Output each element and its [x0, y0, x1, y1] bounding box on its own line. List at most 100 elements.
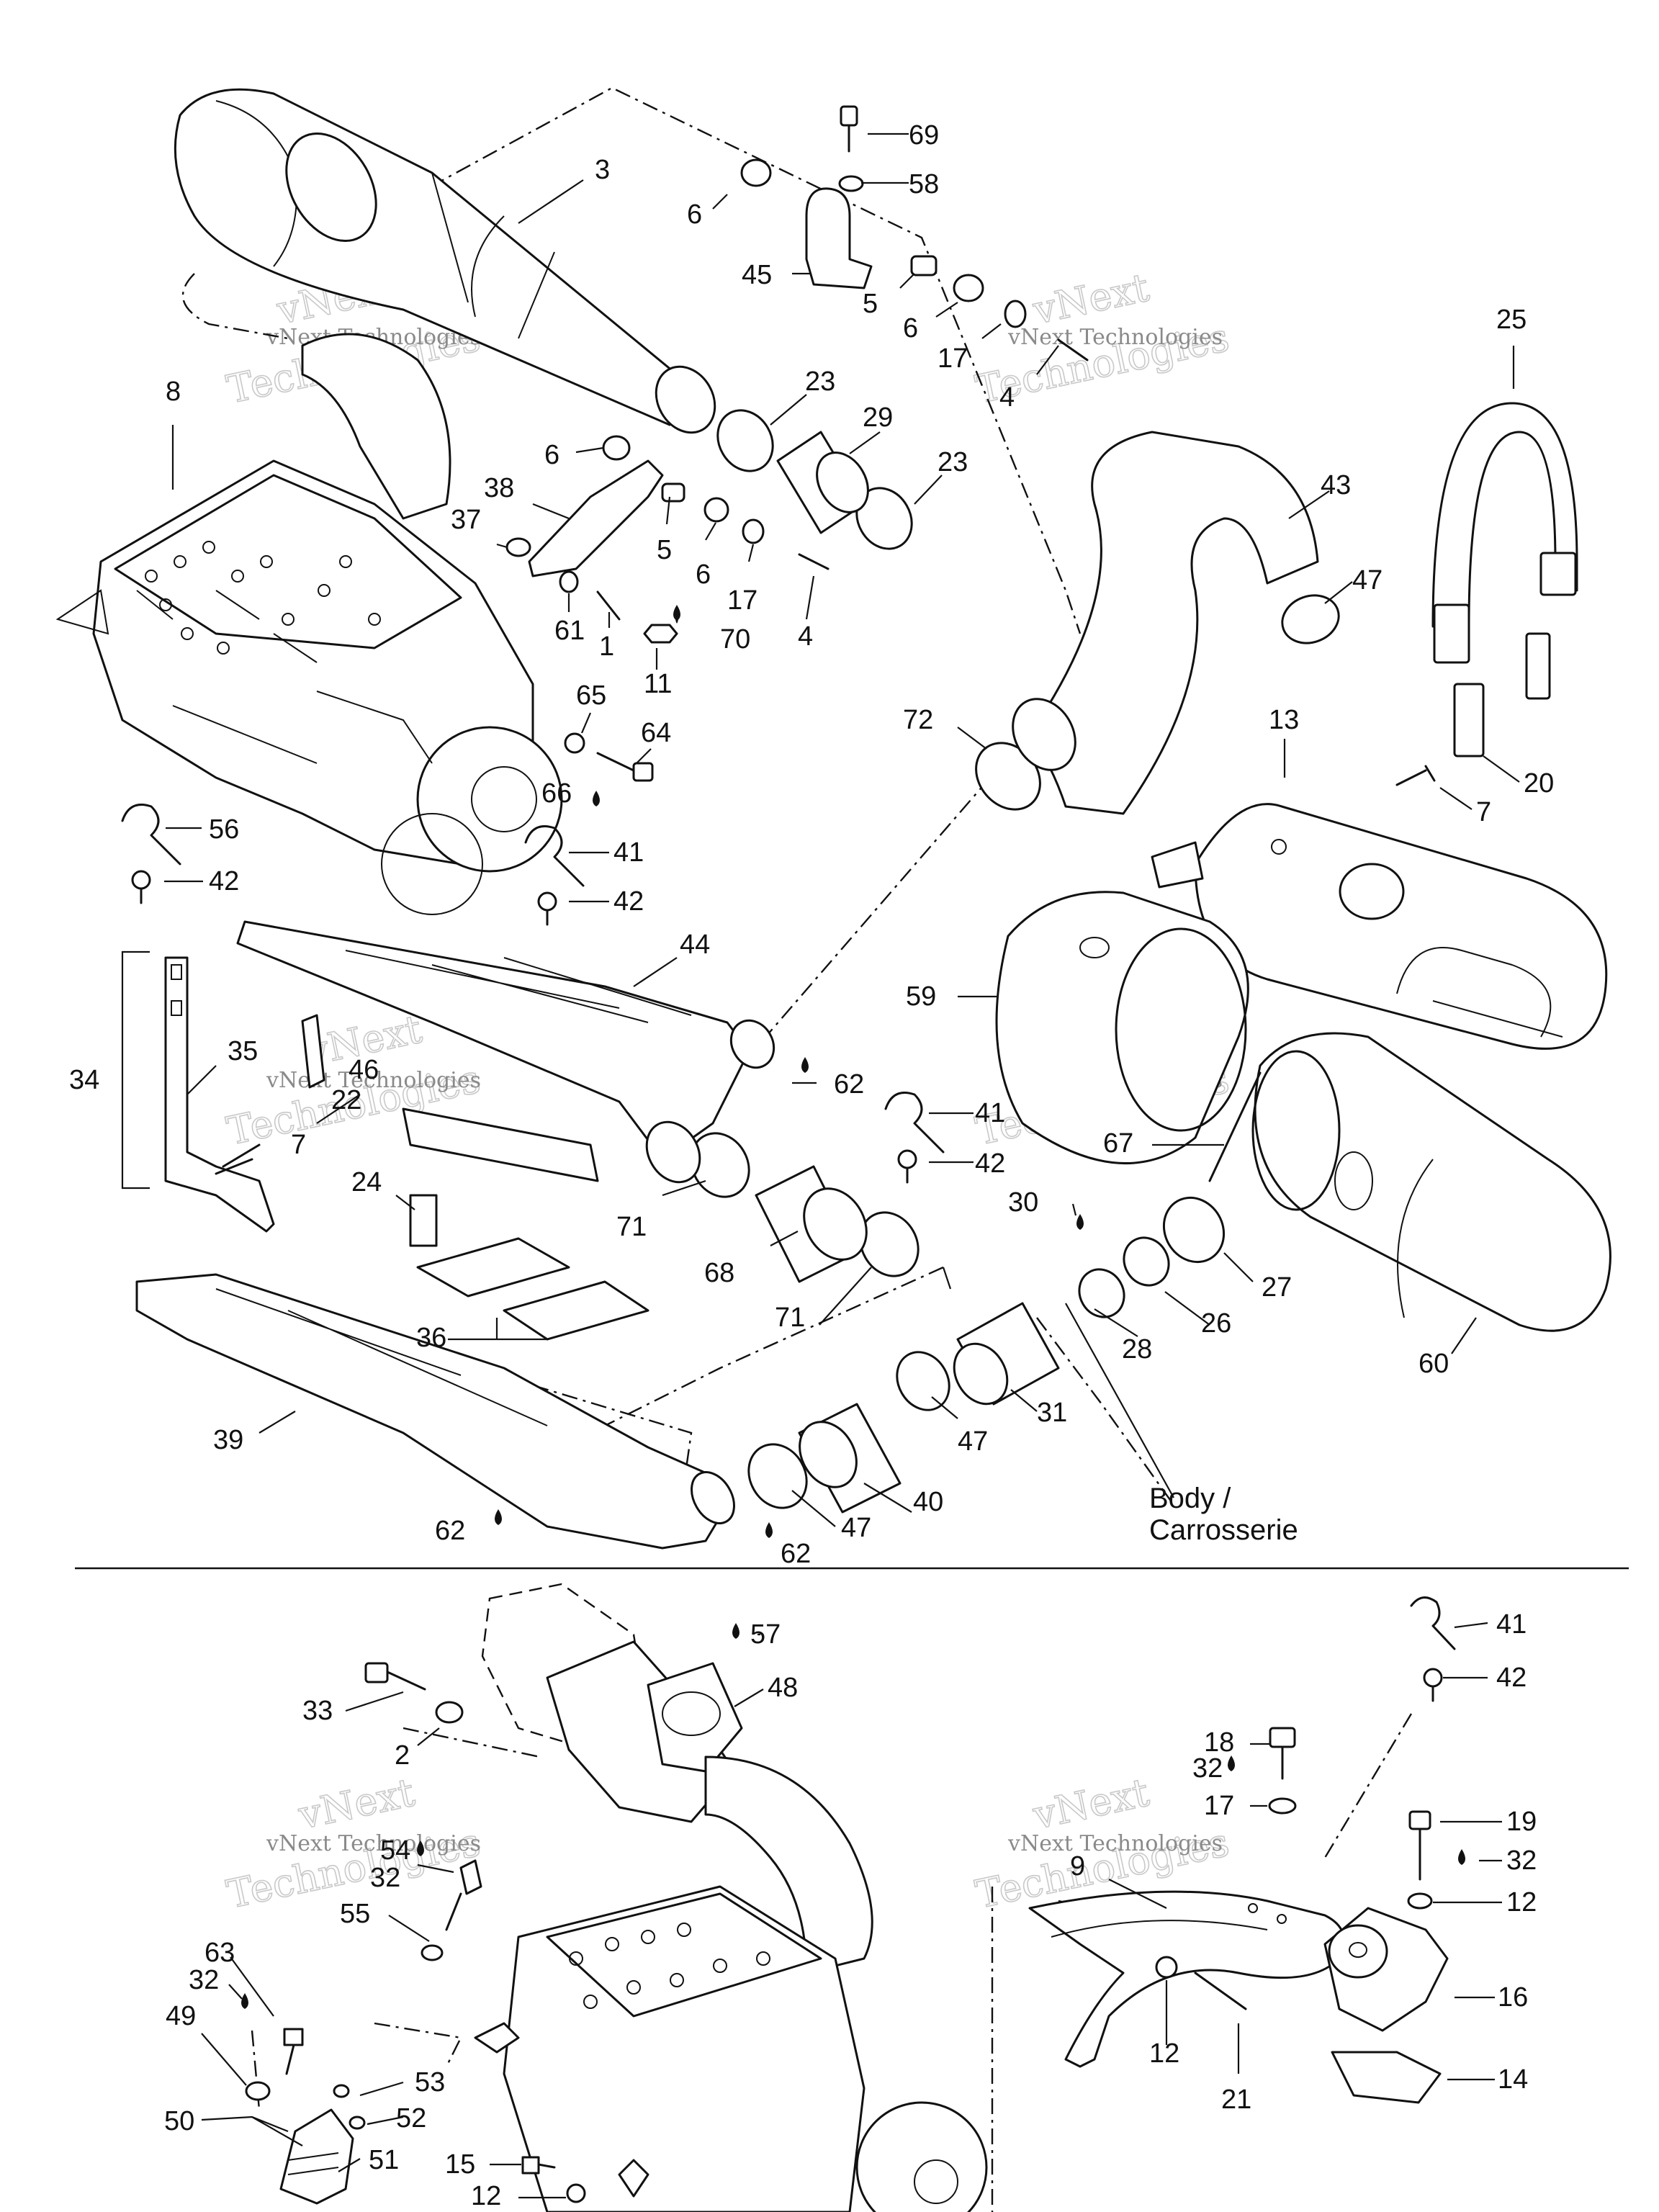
- callout-7: 7: [1476, 797, 1491, 827]
- ties-screws-top: [121, 765, 1436, 1184]
- callout-13: 13: [1269, 705, 1299, 735]
- callout-32: 32: [1506, 1845, 1537, 1876]
- callout-54: 54: [380, 1835, 410, 1866]
- callout-38: 38: [484, 473, 514, 503]
- leader-lines: [164, 132, 1520, 2199]
- callout-33: 33: [302, 1696, 333, 1726]
- muffler-13: [1151, 803, 1608, 1050]
- callout-17: 17: [938, 343, 968, 374]
- callout-23: 23: [805, 367, 835, 397]
- callout-32: 32: [1192, 1753, 1223, 1784]
- callout-32: 32: [370, 1863, 400, 1893]
- callout-45: 45: [742, 260, 772, 290]
- callout-6: 6: [544, 440, 559, 470]
- callout-58: 58: [909, 169, 939, 199]
- callout-34: 34: [69, 1065, 99, 1095]
- svg-text:vNext: vNext: [1029, 264, 1154, 333]
- callout-28: 28: [1122, 1334, 1152, 1364]
- callout-46: 46: [349, 1055, 379, 1085]
- callout-68: 68: [704, 1258, 734, 1288]
- callout-35: 35: [228, 1036, 258, 1066]
- callout-36: 36: [416, 1323, 446, 1353]
- callout-53: 53: [415, 2067, 445, 2098]
- callout-8: 8: [166, 377, 181, 407]
- engine-block: [55, 333, 563, 915]
- callout-31: 31: [1037, 1398, 1067, 1428]
- svg-text:vNext Technologies: vNext Technologies: [266, 1068, 481, 1093]
- callout-60: 60: [1419, 1349, 1449, 1379]
- callout-64: 64: [641, 718, 671, 748]
- callout-47: 47: [1352, 565, 1382, 595]
- callout-66: 66: [541, 778, 572, 809]
- callout-4: 4: [999, 382, 1015, 413]
- callout-47: 47: [841, 1513, 871, 1543]
- hardware-top: [505, 105, 1089, 782]
- callout-72: 72: [903, 705, 933, 735]
- callout-47: 47: [958, 1426, 988, 1457]
- callout-71: 71: [616, 1212, 647, 1242]
- callout-20: 20: [1524, 768, 1554, 799]
- callout-9: 9: [1070, 1851, 1085, 1881]
- callout-44: 44: [680, 930, 710, 960]
- callout-12: 12: [1149, 2038, 1179, 2069]
- callout-5: 5: [657, 535, 672, 565]
- callout-41: 41: [975, 1098, 1005, 1128]
- callout-62: 62: [435, 1516, 465, 1546]
- callout-65: 65: [576, 680, 606, 711]
- svg-text:vNext Technologies: vNext Technologies: [1007, 325, 1223, 350]
- callout-18: 18: [1204, 1727, 1234, 1758]
- pipe-39: [135, 1273, 735, 1550]
- callout-1: 1: [599, 631, 614, 662]
- callout-22: 22: [331, 1085, 361, 1115]
- callout-30: 30: [1008, 1187, 1038, 1218]
- callout-16: 16: [1498, 1982, 1528, 2013]
- callout-49: 49: [166, 2001, 196, 2031]
- callout-32: 32: [189, 1965, 219, 1995]
- hardware-bottom-left: [245, 1662, 586, 2205]
- callout-19: 19: [1506, 1807, 1537, 1837]
- callout-6: 6: [687, 199, 702, 230]
- svg-text:vNext: vNext: [295, 1769, 419, 1838]
- callout-42: 42: [613, 886, 644, 917]
- callout-6: 6: [903, 313, 918, 343]
- callout-14: 14: [1498, 2064, 1528, 2095]
- callout-62: 62: [781, 1539, 811, 1569]
- svg-text:vNext Technologies: vNext Technologies: [266, 1831, 481, 1856]
- callout-51: 51: [369, 2145, 399, 2175]
- callout-62: 62: [834, 1069, 864, 1100]
- callout-3: 3: [595, 155, 610, 185]
- callout-55: 55: [340, 1899, 370, 1929]
- callout-17: 17: [1204, 1791, 1234, 1821]
- callout-41: 41: [613, 837, 644, 868]
- callout-42: 42: [975, 1148, 1005, 1179]
- tuned-pipe: [174, 88, 716, 434]
- callout-42: 42: [1496, 1663, 1527, 1693]
- muffler-60: [1251, 1032, 1611, 1332]
- callout-40: 40: [913, 1487, 943, 1517]
- drops-bottom: [241, 1623, 1465, 2009]
- callout-24: 24: [351, 1167, 382, 1197]
- exhaust-pipe-43: [1012, 431, 1319, 815]
- callout-48: 48: [768, 1673, 798, 1703]
- callout-52: 52: [396, 2103, 426, 2134]
- callout-labels: 69 58 3 6 45 5 6 17 4 25 23 29 8 6 38 23…: [69, 120, 1554, 2211]
- callout-11: 11: [644, 669, 672, 699]
- callout-12: 12: [1506, 1887, 1537, 1917]
- callout-42: 42: [209, 866, 239, 896]
- callout-17: 17: [727, 585, 757, 616]
- callout-23: 23: [938, 447, 968, 477]
- callout-27: 27: [1262, 1272, 1292, 1303]
- assembly-lines: [181, 86, 1413, 2212]
- callout-21: 21: [1221, 2085, 1251, 2115]
- hardware-bottom-right: [1028, 1596, 1456, 2104]
- callout-37: 37: [451, 505, 481, 535]
- header-pipe-44: [236, 920, 775, 1184]
- callout-67: 67: [1103, 1128, 1133, 1159]
- callout-41: 41: [1496, 1609, 1527, 1640]
- drops-top: [495, 605, 1084, 1538]
- callout-70: 70: [720, 624, 750, 655]
- resonator-59: [995, 891, 1249, 1164]
- callout-26: 26: [1201, 1308, 1231, 1339]
- callout-2: 2: [395, 1740, 410, 1771]
